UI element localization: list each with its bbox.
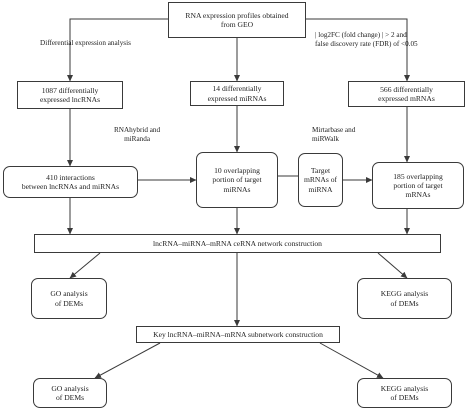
overlap-mirna-line-1: 10 overlapping xyxy=(214,166,260,176)
overlap-mrna-line-1: 185 overlapping xyxy=(393,171,443,181)
interactions-line-2: between lncRNAs and miRNAs xyxy=(21,182,120,191)
arrow-cerna-to-go1 xyxy=(69,252,101,279)
geo-line-1: RNA expression profiles obtained xyxy=(185,10,289,20)
target-line-2: mRNAs of xyxy=(303,175,338,185)
criteria-line-1: | log2FC (fold change) | > 2 and xyxy=(315,31,407,39)
kegg1-line-2: of DEMs xyxy=(390,298,419,308)
mi-line-2: expressed miRNAs xyxy=(207,93,267,103)
mirtarbase-line-2: miRWalk xyxy=(312,135,339,143)
node-cerna-network-construction: lncRNA–miRNA–mRNA ceRNA network construc… xyxy=(34,234,441,253)
node-overlapping-target-mirnas: 10 overlapping portion of target miRNAs xyxy=(196,152,278,208)
node-key-subnetwork-construction: Key lncRNA–miRNA–mRNA subnetwork constru… xyxy=(136,326,340,343)
overlap-mrna-line-2: portion of target xyxy=(393,180,443,190)
node-differential-mrnas: 566 differentially expressed mRNAs xyxy=(348,81,465,107)
node-lncrna-mirna-interactions: 410 interactions between lncRNAs and miR… xyxy=(3,166,138,198)
go1-line-1: GO analysis xyxy=(50,289,88,299)
node-kegg-analysis-1: KEGG analysis of DEMs xyxy=(357,278,452,319)
lnc-line-2: expressed lncRNAs xyxy=(39,95,101,104)
node-differential-lncrnas: 1087 differentially expressed lncRNAs xyxy=(17,81,123,109)
label-differential-expression-analysis: Differential expression analysis xyxy=(40,39,131,47)
rnahybrid-line-1: RNAhybrid and xyxy=(114,126,161,134)
kegg1-line-1: KEGG analysis xyxy=(380,289,429,299)
arrow-geo-to-lncrnas xyxy=(67,18,168,82)
go1-line-2: of DEMs xyxy=(54,298,84,308)
node-go-analysis-1: GO analysis of DEMs xyxy=(31,278,107,319)
node-overlapping-target-mrnas: 185 overlapping portion of target mRNAs xyxy=(372,162,464,209)
target-line-3: miRNA xyxy=(308,184,333,194)
node-differential-mirnas: 14 differentially expressed miRNAs xyxy=(190,81,284,106)
overlap-mirna-line-2: portion of target xyxy=(212,175,262,185)
interactions-line-1: 410 interactions xyxy=(46,172,95,182)
criteria-line-2: false discovery rate (FDR) of <0.05 xyxy=(315,40,418,48)
arrow-cerna-to-kegg1 xyxy=(377,252,408,279)
rnahybrid-line-2: miRanda xyxy=(124,135,151,143)
target-line-1: Target xyxy=(310,166,331,176)
node-rna-expression-geo: RNA expression profiles obtained from GE… xyxy=(168,2,306,38)
node-target-mrnas-of-mirna: Target mRNAs of miRNA xyxy=(298,153,343,207)
arrow-geo-to-mrnas xyxy=(306,18,410,82)
m-line-1: 566 differentially xyxy=(380,84,433,94)
arrow-subnet-to-go2 xyxy=(94,342,161,379)
kegg2-line-2: of DEMs xyxy=(390,393,419,402)
arrow-subnet-to-kegg2 xyxy=(319,342,384,379)
label-mirtarbase-mirwalk: Mirtarbase and miRWalk xyxy=(312,126,355,144)
node-kegg-analysis-2: KEGG analysis of DEMs xyxy=(357,378,452,408)
overlap-mirna-line-3: miRNAs xyxy=(223,184,251,194)
label-rnahybrid-miranda: RNAhybrid and miRanda xyxy=(114,126,160,144)
mi-line-1: 14 differentially xyxy=(212,84,262,94)
node-go-analysis-2: GO analysis of DEMs xyxy=(33,378,107,408)
label-selection-criteria: | log2FC (fold change) | > 2 and false d… xyxy=(315,31,418,49)
overlap-mrna-line-3: mRNAs xyxy=(405,190,431,200)
lnc-line-1: 1087 differentially xyxy=(41,85,99,95)
go2-line-2: of DEMs xyxy=(55,393,85,402)
m-line-2: expressed mRNAs xyxy=(378,94,435,103)
mirtarbase-line-1: Mirtarbase and xyxy=(312,126,356,134)
kegg2-line-1: KEGG analysis xyxy=(380,383,429,393)
geo-line-2: from GEO xyxy=(220,20,254,29)
go2-line-1: GO analysis xyxy=(51,383,89,393)
